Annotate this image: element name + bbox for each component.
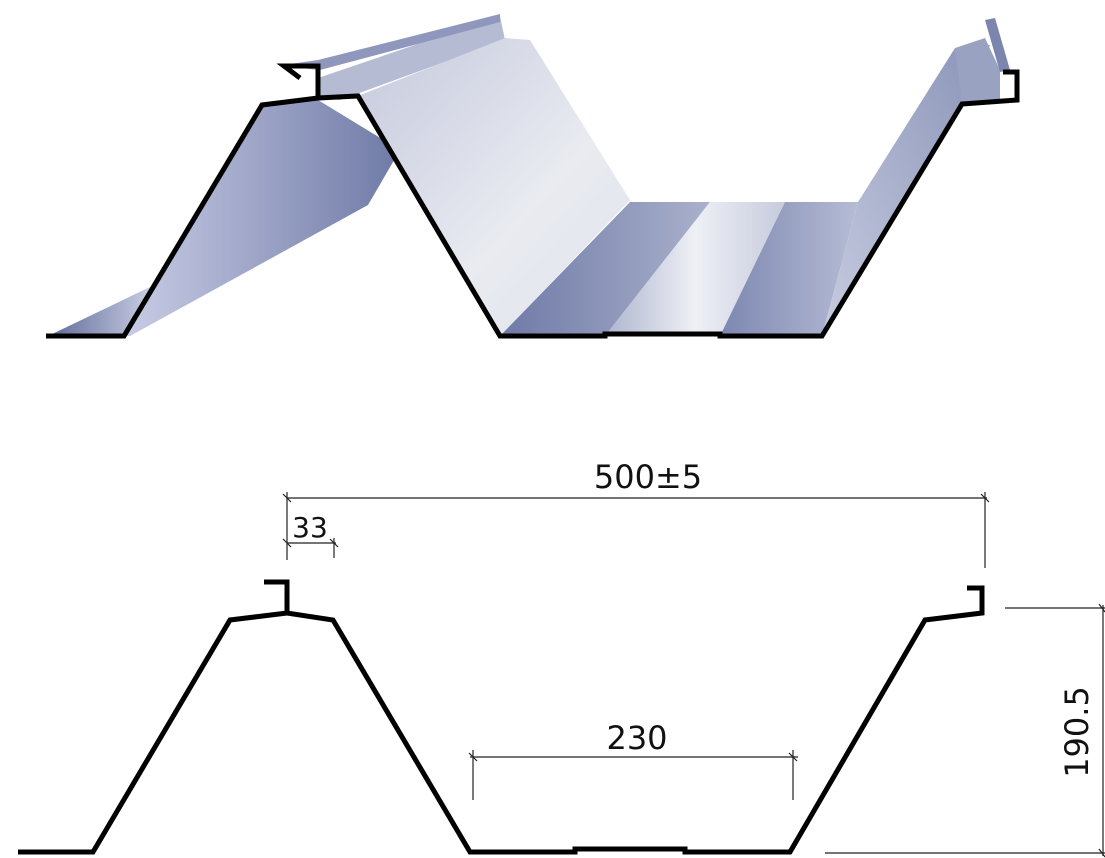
pan-width-label: 230 (606, 719, 667, 757)
right-seam-face (955, 38, 1000, 104)
dimension-pan-width: 230 (468, 719, 798, 800)
panel-3d-render (46, 14, 1020, 339)
height-label: 190.5 (1058, 686, 1096, 778)
profile-outline-3d (46, 69, 1020, 339)
top-seam-lip (283, 14, 500, 70)
left-rib-face (122, 100, 400, 336)
top-seam-strip (318, 16, 505, 100)
panel-2d-profile (18, 579, 985, 855)
right-seam-back (985, 18, 1010, 72)
dimension-height: 190.5 (825, 603, 1105, 858)
left-seam-hook-2d (264, 579, 290, 613)
dimension-rib-top: 33 (282, 511, 339, 558)
left-seam-hook-3d (276, 63, 321, 98)
left-floor-face (48, 287, 150, 336)
rib-top-width-label: 33 (292, 511, 328, 544)
pan-strip-1 (500, 202, 710, 336)
total-width-label: 500±5 (594, 458, 702, 496)
profile-outline-2d (18, 585, 985, 855)
pan-strip-3 (720, 202, 858, 336)
dimension-total-width: 500±5 (282, 458, 990, 568)
rib-top-face (358, 38, 630, 336)
pan-strip-2 (605, 202, 785, 336)
